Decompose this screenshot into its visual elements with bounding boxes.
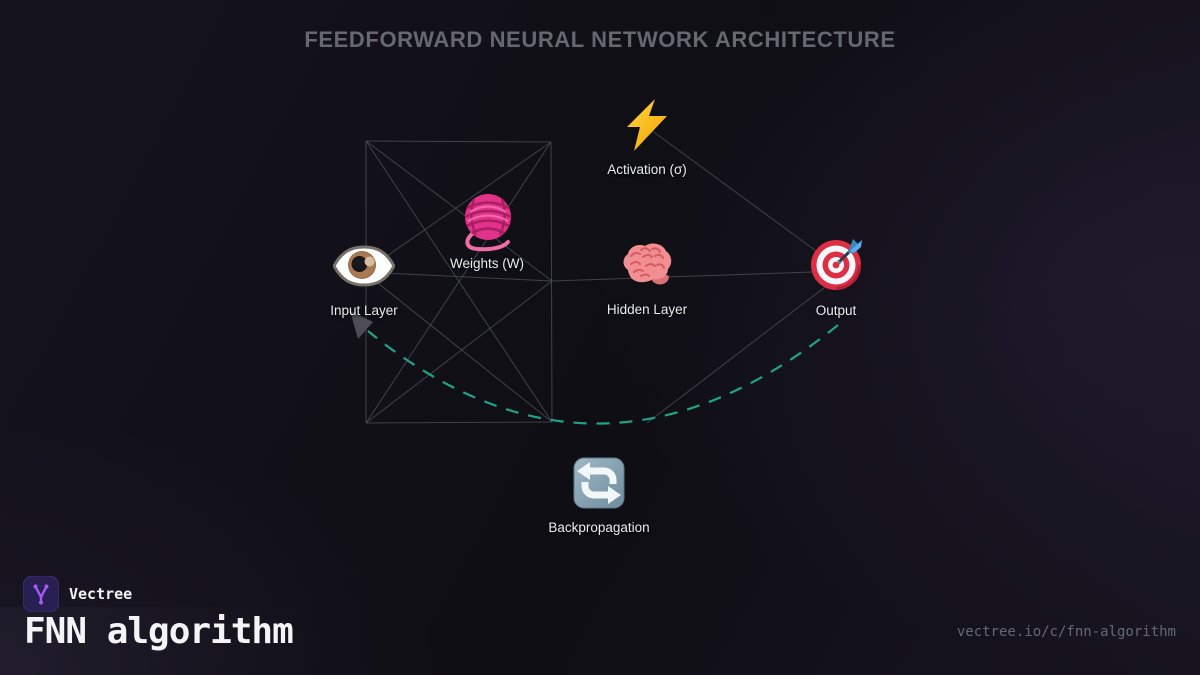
node-label: Weights (W) (449, 256, 525, 271)
node-label: Input Layer (330, 303, 398, 318)
footer-title-panel (0, 607, 340, 675)
brain-icon (623, 243, 672, 285)
eye-icon (333, 245, 395, 287)
node-label: Activation (σ) (607, 162, 687, 177)
footer-url[interactable]: vectree.io/c/fnn-algorithm (956, 624, 1176, 640)
node-label: Hidden Layer (606, 302, 688, 317)
counterclockwise-arrows-icon (573, 457, 625, 509)
yarn-icon (464, 194, 512, 252)
vectree-logo-icon[interactable] (23, 576, 59, 612)
mesh-lines (363, 129, 828, 424)
lightning-icon (627, 99, 667, 151)
card-title: FNN algorithm (24, 611, 294, 652)
node-label: Output (815, 303, 857, 318)
target-icon (811, 239, 862, 290)
brand-row: Vectree (23, 576, 132, 612)
page-title: FEEDFORWARD NEURAL NETWORK ARCHITECTURE (304, 27, 896, 52)
brand-name: Vectree (69, 585, 133, 603)
backpropagation-edge (367, 324, 839, 425)
node-label: Backpropagation (548, 520, 650, 535)
